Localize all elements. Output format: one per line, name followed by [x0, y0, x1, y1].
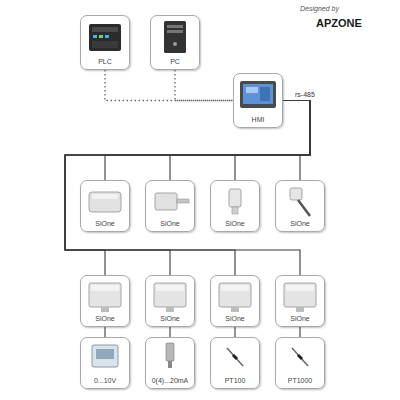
- node-label: SiOne: [225, 220, 244, 228]
- node-label: PT100: [225, 377, 246, 385]
- bus-line: [105, 101, 310, 181]
- plc-icon: [89, 24, 121, 51]
- node-label: 0(4)...20mA: [152, 377, 189, 385]
- pc-box: PC: [150, 15, 200, 70]
- sensor-module-box: SiOne: [145, 275, 195, 327]
- hmi-box: HMI: [233, 73, 283, 128]
- input-device-box: PT100: [210, 337, 260, 389]
- bus-line: [299, 327, 300, 337]
- node-label: SiOne: [95, 315, 114, 323]
- node-label: PC: [170, 58, 180, 66]
- bus-line: [169, 327, 170, 337]
- sensor-icons-row1: [89, 188, 310, 216]
- node-label: PLC: [98, 58, 112, 66]
- sensor-module-box: SiOne: [275, 180, 325, 232]
- dotted-link: [105, 70, 233, 101]
- sensor-module-box: SiOne: [275, 275, 325, 327]
- bus-line: [170, 101, 310, 181]
- dotted-link: [175, 70, 233, 101]
- sensor-module-box: SiOne: [210, 275, 260, 327]
- bus-line: [235, 101, 310, 181]
- bus-label: rs-485: [295, 91, 315, 98]
- sensor-module-box: SiOne: [145, 180, 195, 232]
- input-device-box: PT1000: [275, 337, 325, 389]
- node-label: SiOne: [95, 220, 114, 228]
- sensor-module-box: SiOne: [80, 275, 130, 327]
- bus-line: [65, 101, 310, 276]
- brand-logo: APZONE: [316, 17, 362, 29]
- bus-line: [65, 101, 310, 276]
- node-label: HMI: [252, 116, 265, 124]
- input-device-box: 0(4)...20mA: [145, 337, 195, 389]
- node-label: SiOne: [225, 315, 244, 323]
- node-label: SiOne: [290, 220, 309, 228]
- sensor-module-box: SiOne: [210, 180, 260, 232]
- plc-box: PLC: [80, 15, 130, 70]
- sensor-module-box: SiOne: [80, 180, 130, 232]
- node-label: SiOne: [160, 315, 179, 323]
- input-device-box: 0...10V: [80, 337, 130, 389]
- node-label: SiOne: [160, 220, 179, 228]
- node-label: 0...10V: [94, 377, 116, 385]
- node-label: SiOne: [290, 315, 309, 323]
- pc-icon: [164, 21, 186, 53]
- bus-line: [65, 101, 310, 276]
- bus-line: [104, 327, 105, 337]
- bus-line: [65, 101, 310, 276]
- enclosure-icons-row2: [89, 283, 316, 312]
- hmi-icon: [240, 81, 276, 108]
- node-label: PT1000: [288, 377, 313, 385]
- bus-line: [283, 101, 310, 181]
- bus-line: [234, 327, 235, 337]
- designer-note: Designed by: [300, 5, 339, 12]
